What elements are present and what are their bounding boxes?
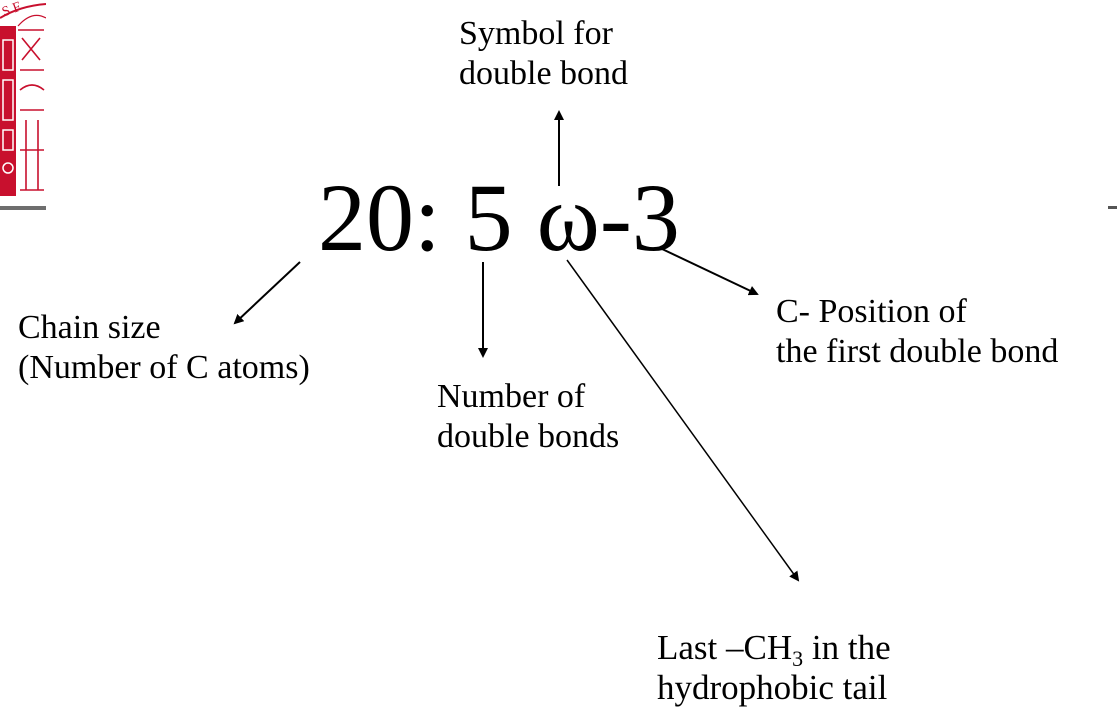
label-c-position: C- Position of the first double bond xyxy=(776,292,1058,372)
label-line: Last –CH3 in the xyxy=(657,628,891,671)
label-line: C- Position of xyxy=(776,293,967,330)
subscript: 3 xyxy=(792,646,804,671)
label-symbol-for-double-bond: Symbol for double bond xyxy=(459,14,628,94)
label-chain-size: Chain size (Number of C atoms) xyxy=(18,308,310,388)
logo-seal-graphic: S F xyxy=(0,0,46,206)
label-line: Chain size xyxy=(18,309,161,346)
label-line: Symbol for xyxy=(459,15,613,52)
label-text: Last –CH xyxy=(657,628,793,667)
institution-logo: S F xyxy=(0,0,46,206)
label-line: the first double bond xyxy=(776,333,1059,370)
label-line: (Number of C atoms) xyxy=(18,349,310,386)
label-line: double bonds xyxy=(437,418,620,455)
label-number-of-double-bonds: Number of double bonds xyxy=(437,377,619,457)
arrow-to-last-ch3 xyxy=(566,259,800,582)
svg-text:S F: S F xyxy=(0,0,23,20)
header-divider-right xyxy=(1108,206,1117,209)
label-line: double bond xyxy=(459,55,629,92)
arrow-to-position xyxy=(659,247,759,296)
fatty-acid-notation: 20: 5 ω-3 xyxy=(318,164,680,271)
label-line: Number of xyxy=(437,378,586,415)
header-divider xyxy=(0,206,46,210)
label-last-ch3: Last –CH3 in the hydrophobic tail xyxy=(657,628,891,708)
label-text: in the xyxy=(803,628,891,667)
arrow-to-chain-size xyxy=(233,261,301,325)
label-line: hydrophobic tail xyxy=(657,668,888,707)
